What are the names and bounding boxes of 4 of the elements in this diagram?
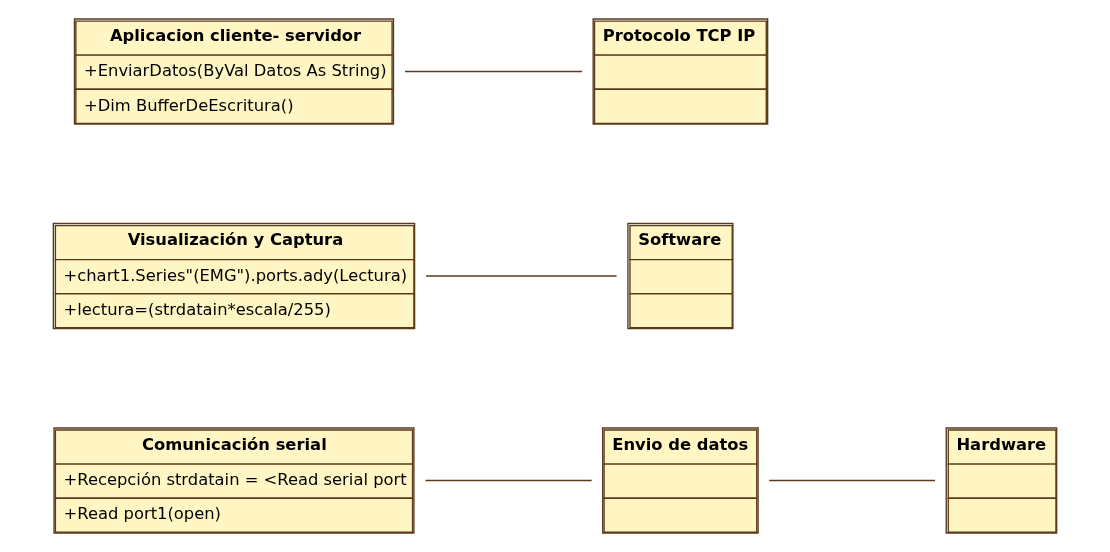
connector: [425, 275, 618, 277]
connector: [424, 479, 593, 482]
connector: [404, 70, 583, 73]
connector: [768, 479, 936, 482]
